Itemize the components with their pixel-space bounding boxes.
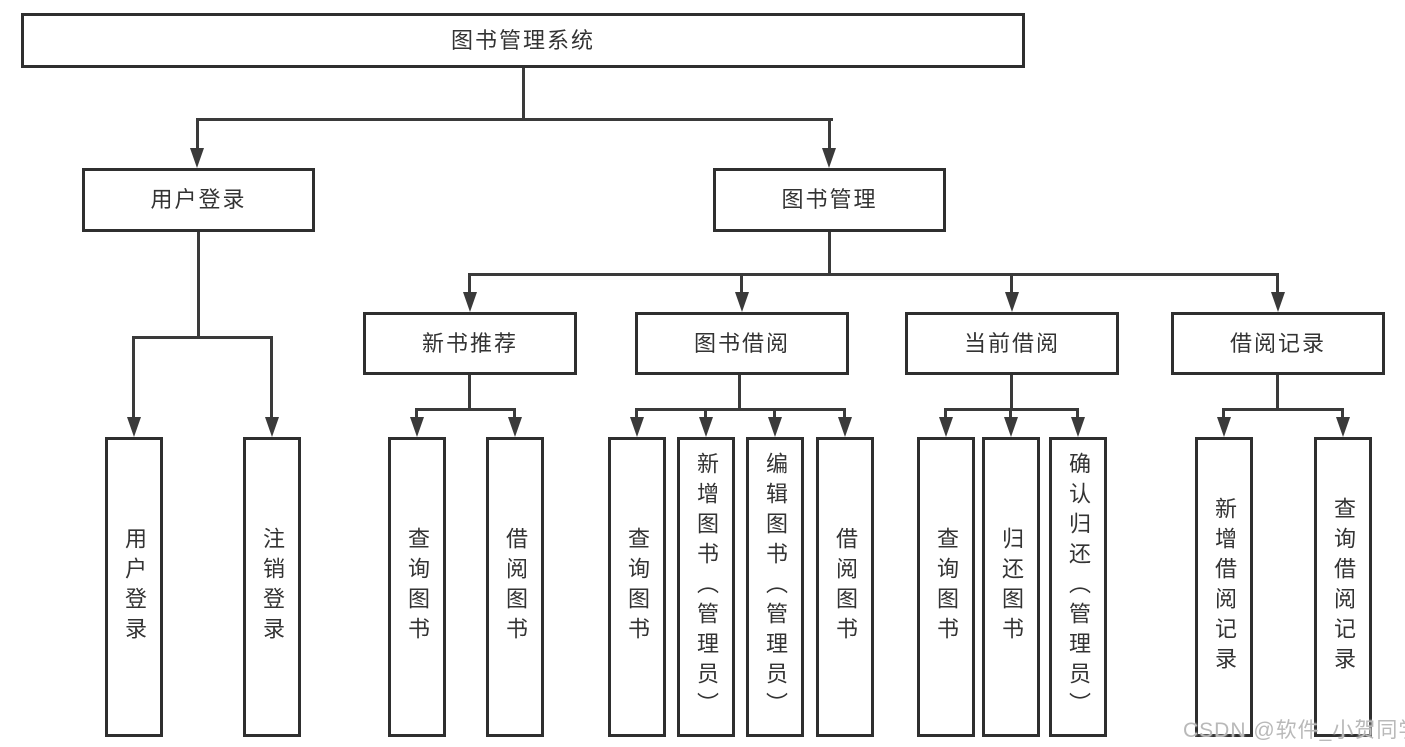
leaf-cb-return-book: 归还图书 [982,437,1040,737]
arrowhead-current-borrow [1005,292,1019,312]
connector-drop-cb-confirm [1076,408,1079,421]
arrowhead-bb-query [630,417,644,437]
node-borrow-records: 借阅记录 [1171,312,1385,375]
connector-drop-cb-return [1009,408,1012,421]
arrowhead-book-management [822,148,836,168]
arrowhead-borrow-records [1271,292,1285,312]
arrowhead-br-query [1336,417,1350,437]
connector-drop-logout-leaf [270,336,273,419]
node-label: 新书推荐 [421,330,518,356]
node-label: 查询借阅记录 [1331,497,1356,677]
node-book-management: 图书管理 [713,168,946,232]
node-label: 新增图书（管理员） [694,452,719,722]
connector-book-mgmt-bar [468,273,1279,276]
arrowhead-cb-query [939,417,953,437]
connector-drop-current-borrow [1010,273,1013,294]
node-label: 借阅记录 [1229,330,1326,356]
leaf-user-login: 用户登录 [105,437,163,737]
connector-drop-new-book [468,273,471,294]
connector-drop-br-add [1222,408,1225,421]
leaf-bb-borrow-book: 借阅图书 [816,437,874,737]
node-label: 当前借阅 [963,330,1060,356]
connector-book-mgmt-stub [828,232,831,275]
connector-book-borrow-bar [635,408,846,411]
arrowhead-bb-borrow [838,417,852,437]
node-label: 查询图书 [934,527,959,647]
node-label: 查询图书 [405,527,430,647]
connector-root-bar [196,118,833,121]
node-label: 用户登录 [150,187,247,212]
node-label: 新增借阅记录 [1212,497,1237,677]
arrowhead-cb-return [1004,417,1018,437]
connector-new-book-stub [468,375,471,410]
connector-user-login-bar [132,336,273,339]
leaf-nb-borrow-book: 借阅图书 [486,437,544,737]
connector-borrow-records-bar [1222,408,1344,411]
csdn-watermark: CSDN @软件_小贺同学 [1183,719,1405,742]
leaf-br-query-record: 查询借阅记录 [1314,437,1372,737]
connector-drop-bb-borrow [843,408,846,421]
node-book-borrow: 图书借阅 [635,312,849,375]
node-user-login: 用户登录 [82,168,315,232]
node-label: 图书借阅 [693,330,790,356]
connector-drop-br-query [1341,408,1344,421]
leaf-br-add-record: 新增借阅记录 [1195,437,1253,737]
connector-root-stub [522,68,525,120]
connector-user-login-stub [197,232,200,338]
node-label: 借阅图书 [503,527,528,647]
connector-book-borrow-stub [738,375,741,410]
connector-drop-user-login [196,118,199,152]
connector-drop-book-management [828,118,831,152]
node-label: 图书管理系统 [450,27,595,53]
node-label: 借阅图书 [833,527,858,647]
connector-drop-cb-query [944,408,947,421]
connector-current-borrow-stub [1010,375,1013,410]
node-label: 图书管理 [781,187,878,212]
node-root-system: 图书管理系统 [21,13,1025,68]
node-label: 归还图书 [999,527,1024,647]
node-label: 确认归还（管理员） [1066,452,1091,722]
arrowhead-new-book [463,292,477,312]
leaf-bb-edit-book-admin: 编辑图书（管理员） [746,437,804,737]
arrowhead-user-login [190,148,204,168]
arrowhead-nb-borrow [508,417,522,437]
node-label: 用户登录 [122,527,147,647]
leaf-cb-query-book: 查询图书 [917,437,975,737]
leaf-bb-query-book: 查询图书 [608,437,666,737]
leaf-nb-query-book: 查询图书 [388,437,446,737]
arrowhead-nb-query [410,417,424,437]
leaf-logout: 注销登录 [243,437,301,737]
connector-drop-bb-edit [773,408,776,421]
leaf-cb-confirm-return-admin: 确认归还（管理员） [1049,437,1107,737]
connector-drop-login-leaf [132,336,135,419]
connector-drop-borrow-records [1276,273,1279,294]
arrowhead-book-borrow [735,292,749,312]
connector-drop-nb-query [415,408,418,421]
connector-drop-bb-add [704,408,707,421]
node-label: 查询图书 [625,527,650,647]
node-label: 注销登录 [260,527,285,647]
connector-new-book-bar [415,408,516,411]
connector-drop-bb-query [635,408,638,421]
node-new-book-recommend: 新书推荐 [363,312,577,375]
connector-drop-nb-borrow [513,408,516,421]
arrowhead-bb-edit [768,417,782,437]
connector-drop-book-borrow [740,273,743,294]
arrowhead-bb-add [699,417,713,437]
arrowhead-cb-confirm [1071,417,1085,437]
arrowhead-login-leaf [127,417,141,437]
arrowhead-br-add [1217,417,1231,437]
connector-borrow-records-stub [1276,375,1279,410]
leaf-bb-add-book-admin: 新增图书（管理员） [677,437,735,737]
arrowhead-logout-leaf [265,417,279,437]
node-current-borrow: 当前借阅 [905,312,1119,375]
node-label: 编辑图书（管理员） [763,452,788,722]
